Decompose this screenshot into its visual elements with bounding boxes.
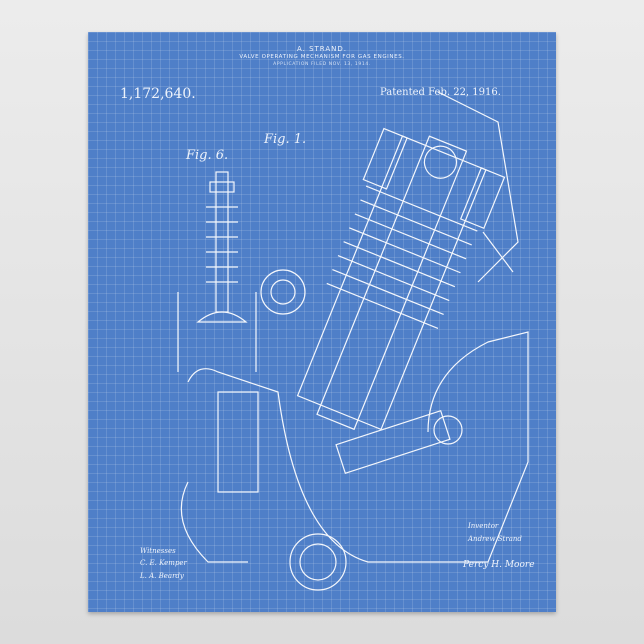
cylinder <box>275 119 508 446</box>
witnesses-label: Witnesses <box>140 547 176 555</box>
blueprint-poster: A. STRAND. VALVE OPERATING MECHANISM FOR… <box>88 32 556 612</box>
witness-signature-2: L. A. Beardy <box>140 572 184 580</box>
inventor-signature: Andrew Strand <box>468 535 522 543</box>
valve-figure <box>178 172 256 372</box>
inventor-label: Inventor <box>468 522 498 530</box>
attorney-signature: Percy H. Moore <box>463 560 535 570</box>
witness-signature-1: C. E. Kemper <box>140 559 187 567</box>
